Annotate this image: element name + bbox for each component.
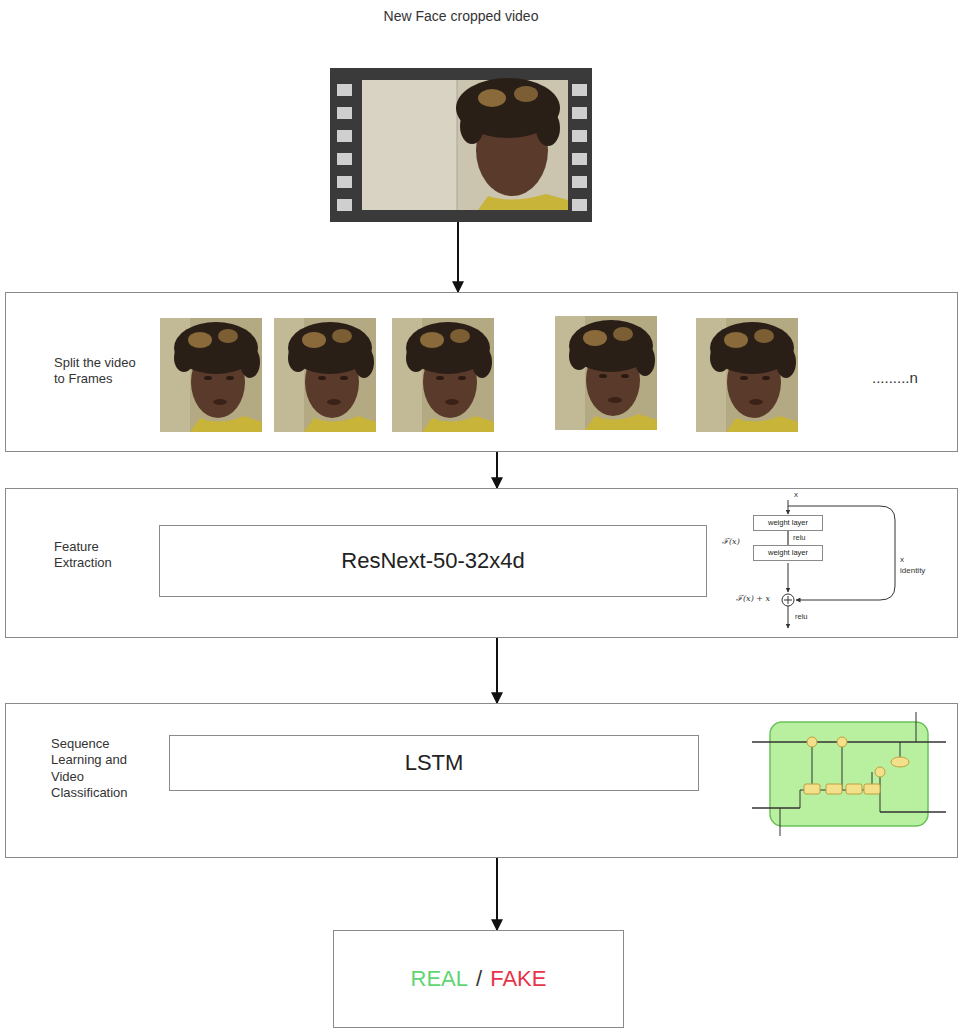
ellipsis-label: .........n bbox=[872, 369, 918, 388]
film-strip bbox=[330, 68, 592, 222]
flow-arrow bbox=[496, 638, 498, 703]
flow-arrow bbox=[457, 222, 459, 292]
result-box: REAL / FAKE bbox=[333, 930, 624, 1028]
process-box: LSTM bbox=[169, 735, 699, 791]
lstm-cell bbox=[752, 712, 946, 836]
box-label: LSTM bbox=[405, 749, 464, 777]
process-box: ResNext-50-32x4d bbox=[159, 525, 707, 597]
signal-label: x bbox=[794, 491, 798, 500]
flow-arrow bbox=[788, 531, 789, 545]
layer-box: weight layer bbox=[753, 515, 823, 531]
stage-band: Feature Extraction ResNext-50-32x4d weight… bbox=[5, 488, 958, 638]
stage-label: Feature Extraction bbox=[54, 539, 139, 572]
signal-label: identity bbox=[900, 567, 925, 576]
flow-arrow bbox=[496, 858, 498, 930]
stage-label: Split the video to Frames bbox=[54, 355, 149, 388]
real-label: REAL bbox=[411, 965, 468, 993]
fake-label: FAKE bbox=[490, 965, 546, 993]
flow-arrow bbox=[496, 452, 498, 488]
clip-heading: New Face cropped video bbox=[376, 8, 546, 26]
function-label: ℱ(x) + x bbox=[736, 595, 770, 604]
layer-label: weight layer bbox=[768, 518, 808, 527]
stage-band: Split the video to Frames .........n bbox=[5, 292, 958, 452]
activation-label: relu bbox=[795, 613, 808, 621]
box-label: ResNext-50-32x4d bbox=[341, 547, 524, 575]
stage-band: Sequence Learning and Video Classificati… bbox=[5, 703, 958, 858]
layer-box: weight layer bbox=[753, 545, 823, 561]
video-frames bbox=[160, 316, 798, 432]
separator-label: / bbox=[476, 965, 482, 993]
signal-label: x bbox=[900, 556, 904, 565]
stage-label: Sequence Learning and Video Classificati… bbox=[51, 736, 146, 801]
video-clip: New Face cropped video bbox=[330, 68, 592, 222]
edge-label: relu bbox=[792, 534, 807, 542]
layer-label: weight layer bbox=[768, 548, 808, 557]
function-label: ℱ(x) bbox=[722, 538, 740, 547]
